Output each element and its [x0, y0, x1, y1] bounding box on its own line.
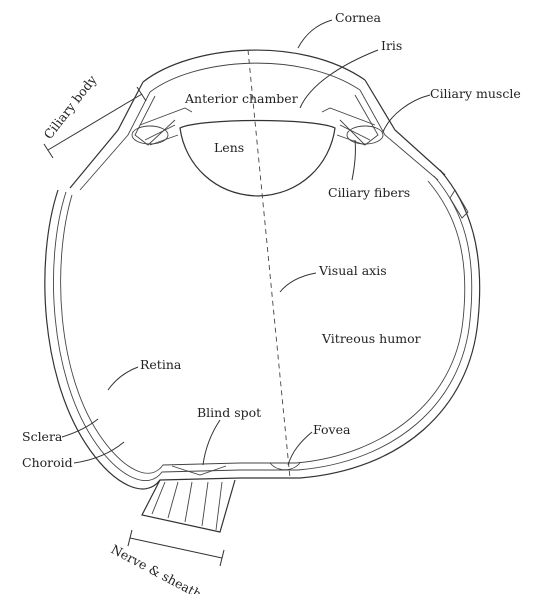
visual-axis-leader — [280, 273, 316, 292]
retina-label: Retina — [140, 357, 182, 372]
nerve-sheath-label: Nerve & sheath — [109, 541, 205, 594]
ciliary-body-label: Ciliary body — [41, 72, 101, 142]
ciliary-fibers-lines — [145, 125, 370, 145]
optic-nerve — [142, 466, 235, 532]
cornea-shape — [143, 50, 365, 92]
retina-leader — [108, 367, 138, 390]
anterior-chamber-label: Anterior chamber — [184, 91, 298, 106]
iris-label: Iris — [381, 38, 402, 53]
ciliary-muscle-leader — [383, 95, 430, 132]
retina-outline — [61, 181, 465, 473]
fovea-dip — [270, 463, 300, 470]
sclera-label: Sclera — [22, 429, 63, 444]
eyeball-wall — [45, 170, 480, 489]
blind-spot-label: Blind spot — [197, 405, 261, 420]
fovea-label: Fovea — [313, 422, 351, 437]
choroid-leader — [74, 442, 124, 463]
fovea-leader — [288, 432, 312, 465]
blind-spot-leader — [203, 420, 220, 465]
choroid-label: Choroid — [22, 455, 73, 470]
lens-label: Lens — [214, 140, 244, 155]
choroid-outline — [53, 176, 471, 481]
sclera-outline — [45, 170, 480, 489]
vitreous-humor-label: Vitreous humor — [321, 331, 421, 346]
ciliary-fibers-label: Ciliary fibers — [328, 185, 410, 200]
cornea-label: Cornea — [335, 10, 382, 25]
visual-axis-label: Visual axis — [318, 263, 387, 278]
lens-shape — [180, 121, 335, 197]
leader-lines — [62, 20, 430, 465]
cornea-leader — [298, 20, 332, 48]
ciliary-fibers-leader — [352, 140, 355, 180]
ciliary-muscle-label: Ciliary muscle — [430, 86, 521, 101]
iris-shape — [140, 108, 375, 125]
